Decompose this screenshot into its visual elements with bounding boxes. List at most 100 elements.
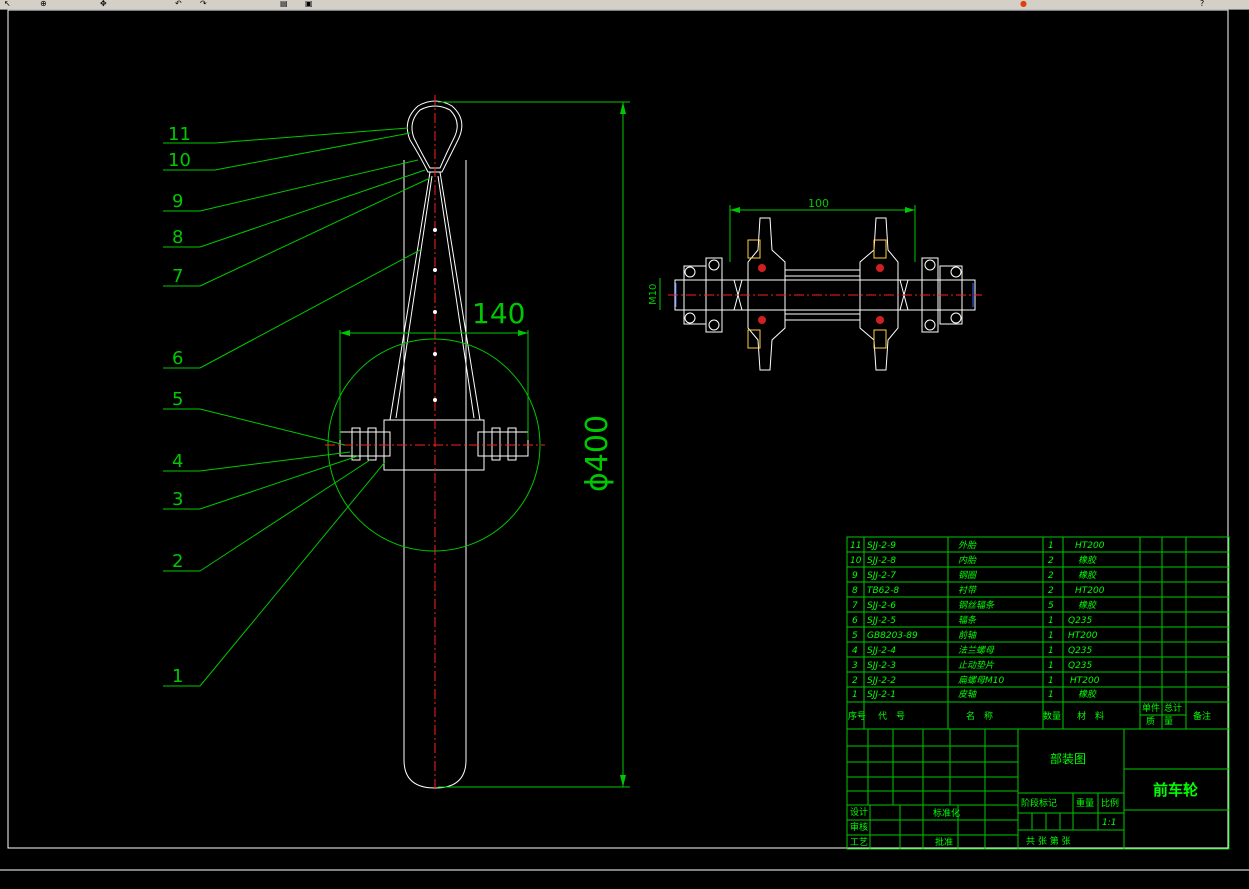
hub-section-view: 100 M10 <box>648 197 982 371</box>
layer-icon[interactable]: ▤ <box>280 0 288 8</box>
bom-row-material: 橡胶 <box>1078 689 1097 700</box>
bom-table: 11 SJJ-2-9 外胎 1 HT200 10 SJJ-2-8 内胎 2 橡胶… <box>846 536 1230 730</box>
balloon-6: 6 <box>172 348 183 369</box>
properties-icon[interactable]: ▣ <box>305 0 313 8</box>
bom-row-no: 4 <box>852 646 858 656</box>
bom-row-code: SJJ-2-3 <box>867 661 896 671</box>
bom-row-name: 前轴 <box>958 630 977 641</box>
bom-row-no: 10 <box>850 556 862 566</box>
balloon-7: 7 <box>172 266 183 287</box>
balloon-9: 9 <box>172 191 183 212</box>
bom-row-code: SJJ-2-4 <box>867 646 896 656</box>
bom-header-no: 序号 <box>848 710 866 722</box>
bom-row-material: HT200 <box>1070 676 1100 686</box>
bom-row-name: 止动垫片 <box>958 660 995 671</box>
zoom-icon[interactable]: ⊕ <box>40 0 47 8</box>
dimension-hub-width-label: 140 <box>472 297 525 330</box>
bom-row-material: 橡胶 <box>1078 555 1097 566</box>
bom-header-code: 代 号 <box>878 711 905 722</box>
bom-header-material: 材 料 <box>1077 710 1104 722</box>
bom-header-weight: 质 量 <box>1146 715 1173 727</box>
dimension-diameter: ϕ400 <box>438 101 630 788</box>
bom-row-material: Q235 <box>1068 661 1093 671</box>
bom-row-qty: 2 <box>1048 556 1054 566</box>
balloon-5: 5 <box>172 389 183 410</box>
bom-row-name: 外胎 <box>958 540 977 551</box>
title-design-label: 设计 <box>850 806 868 818</box>
bom-row-no: 9 <box>852 571 858 581</box>
bom-row-qty: 5 <box>1048 601 1054 611</box>
redo-icon[interactable]: ↷ <box>200 0 207 8</box>
bom-header-remark: 备注 <box>1193 710 1211 722</box>
dimension-diameter-label: ϕ400 <box>580 415 615 492</box>
title-approve-label: 批准 <box>935 836 953 848</box>
title-part-name: 前车轮 <box>1153 781 1198 799</box>
bom-row-no: 11 <box>850 541 861 551</box>
title-scale-value: 1:1 <box>1102 818 1116 828</box>
bom-row-qty: 1 <box>1048 690 1054 700</box>
bom-row-no: 3 <box>852 661 858 671</box>
bom-row-material: 橡胶 <box>1078 570 1097 581</box>
balloon-4: 4 <box>172 451 183 472</box>
bom-row-material: HT200 <box>1075 541 1105 551</box>
title-stage-mark-label: 阶段标记 <box>1021 797 1057 809</box>
title-scale-label: 比例 <box>1101 797 1119 809</box>
bom-row-code: SJJ-2-9 <box>867 541 896 551</box>
undo-icon[interactable]: ↶ <box>175 0 182 8</box>
bom-header-unit-weight: 单件 <box>1142 702 1160 714</box>
bom-row-code: TB62-8 <box>867 586 899 596</box>
title-process-label: 工艺 <box>850 837 868 848</box>
bom-row-qty: 1 <box>1048 616 1054 626</box>
bom-row-code: SJJ-2-5 <box>867 616 896 626</box>
bom-row-code: SJJ-2-6 <box>867 601 896 611</box>
title-drawing-type: 部装图 <box>1050 751 1086 766</box>
wheel-side-view <box>325 95 545 790</box>
dimension-hub-width: 140 <box>339 297 529 440</box>
bom-row-qty: 1 <box>1048 541 1054 551</box>
bom-header-total-weight: 总计 <box>1164 702 1182 714</box>
bom-header-name: 名 称 <box>966 710 993 722</box>
bom-row-qty: 1 <box>1048 676 1054 686</box>
bom-row-code: SJJ-2-2 <box>867 676 896 686</box>
bom-row-material: Q235 <box>1068 646 1093 656</box>
bom-row-qty: 1 <box>1048 661 1054 671</box>
balloon-leaders: 11 10 9 8 7 6 5 4 3 2 1 <box>163 124 431 687</box>
title-block: 设计 审核 工艺 标准化 批准 阶段标记 重量 比例 1:1 共 张 第 张 部… <box>846 728 1230 850</box>
balloon-11: 11 <box>168 124 191 145</box>
title-weight-label: 重量 <box>1076 797 1094 809</box>
bom-row-qty: 1 <box>1048 631 1054 641</box>
bom-row-name: 内胎 <box>958 555 977 566</box>
bom-row-no: 5 <box>852 631 858 641</box>
bom-row-name: 皮轴 <box>958 689 977 700</box>
bom-row-qty: 2 <box>1048 571 1054 581</box>
drawing-canvas[interactable]: ϕ400 140 11 10 9 8 7 6 5 4 3 2 1 <box>0 9 1249 885</box>
bom-header-qty: 数量 <box>1043 710 1061 722</box>
bom-row-material: HT200 <box>1075 586 1105 596</box>
bom-row-name: 法兰螺母 <box>958 645 995 656</box>
bom-row-name: 扁螺母M10 <box>958 675 1004 686</box>
title-standardize-label: 标准化 <box>933 807 960 819</box>
bom-row-name: 钢丝辐条 <box>958 600 995 611</box>
balloon-8: 8 <box>172 227 183 248</box>
color-icon[interactable]: ● <box>1020 0 1027 8</box>
bom-row-material: Q235 <box>1068 616 1093 626</box>
bom-row-name: 钢圈 <box>958 570 978 581</box>
bom-row-no: 6 <box>852 616 858 626</box>
balloon-2: 2 <box>172 551 183 572</box>
balloon-3: 3 <box>172 489 183 510</box>
bom-row-material: 橡胶 <box>1078 600 1097 611</box>
bom-row-name: 辐条 <box>958 615 977 626</box>
sheet-border <box>7 9 1229 849</box>
bom-row-qty: 2 <box>1048 586 1054 596</box>
pan-icon[interactable]: ✥ <box>100 0 107 8</box>
bom-row-code: SJJ-2-1 <box>867 690 896 700</box>
bom-row-code: SJJ-2-8 <box>867 556 896 566</box>
bom-row-no: 2 <box>852 676 858 686</box>
dimension-axle-label: 100 <box>808 197 829 210</box>
bom-row-no: 1 <box>852 690 858 700</box>
bom-row-qty: 1 <box>1048 646 1054 656</box>
help-icon[interactable]: ? <box>1200 0 1205 8</box>
dimension-thread-label: M10 <box>648 284 659 305</box>
pointer-icon[interactable]: ↖ <box>4 0 11 8</box>
title-check-label: 审核 <box>850 821 868 833</box>
